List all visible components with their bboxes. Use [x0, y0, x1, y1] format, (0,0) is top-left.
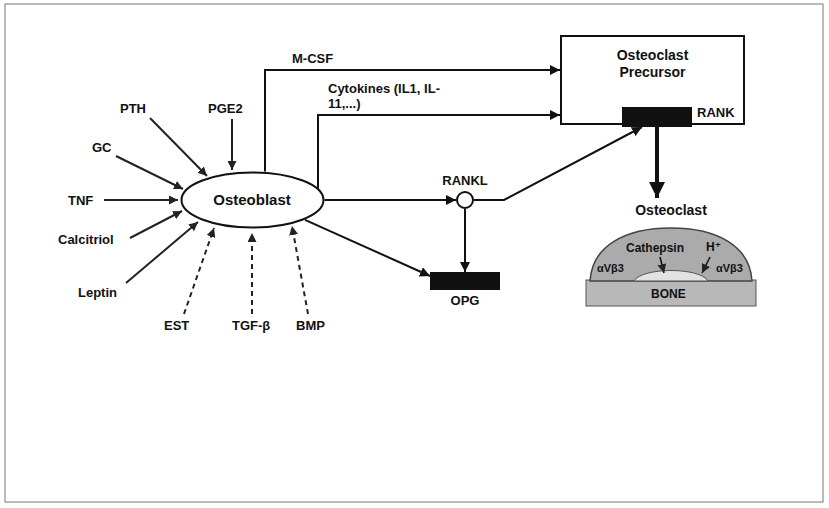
regulator-label: Leptin [78, 285, 117, 300]
connector-arrow [318, 115, 560, 188]
connector-arrow [265, 70, 560, 171]
node-label: Osteoclast [583, 202, 759, 218]
part-label: BONE [651, 287, 686, 302]
cell-ellipse: Osteoblast [180, 171, 325, 229]
regulator-label: EST [164, 318, 189, 333]
node-label: OPG [430, 293, 500, 308]
connector-arrow [464, 209, 466, 272]
connector-arrow [325, 199, 457, 201]
connector-arrow [655, 125, 659, 198]
receptor-bar: RANK [622, 107, 692, 127]
regulator-label: PTH [120, 101, 146, 116]
regulator-label: PGE2 [208, 101, 243, 116]
precursor-box: Osteoclast PrecursorRANK [560, 35, 745, 125]
osteoclast-illustration [586, 228, 756, 306]
edge-label: M-CSF [290, 51, 335, 66]
node-label: RANK [697, 105, 735, 120]
connector-arrow [305, 220, 430, 276]
part-label: αVβ3 [716, 261, 743, 276]
regulator-label: TNF [68, 193, 93, 208]
node-label: Osteoblast [213, 191, 291, 209]
frame [5, 4, 823, 502]
ligand-circle: RANKL [456, 191, 474, 209]
part-label: αVβ3 [597, 261, 624, 276]
decoy-receptor-bar: OPG [430, 272, 500, 290]
regulator-label: TGF-β [232, 318, 270, 333]
edge-label: Cytokines (IL1, IL-11,...) [326, 81, 448, 111]
ellipse-shape [181, 173, 323, 228]
node-label: Osteoclast Precursor [598, 47, 708, 81]
regulator-label: GC [92, 140, 112, 155]
regulator-label: Calcitriol [58, 232, 114, 247]
regulator-label: BMP [296, 318, 325, 333]
part-label: H⁺ [706, 240, 721, 255]
connector-arrow [474, 127, 642, 200]
node-label: RANKL [442, 173, 488, 188]
part-label: Cathepsin [626, 241, 684, 256]
